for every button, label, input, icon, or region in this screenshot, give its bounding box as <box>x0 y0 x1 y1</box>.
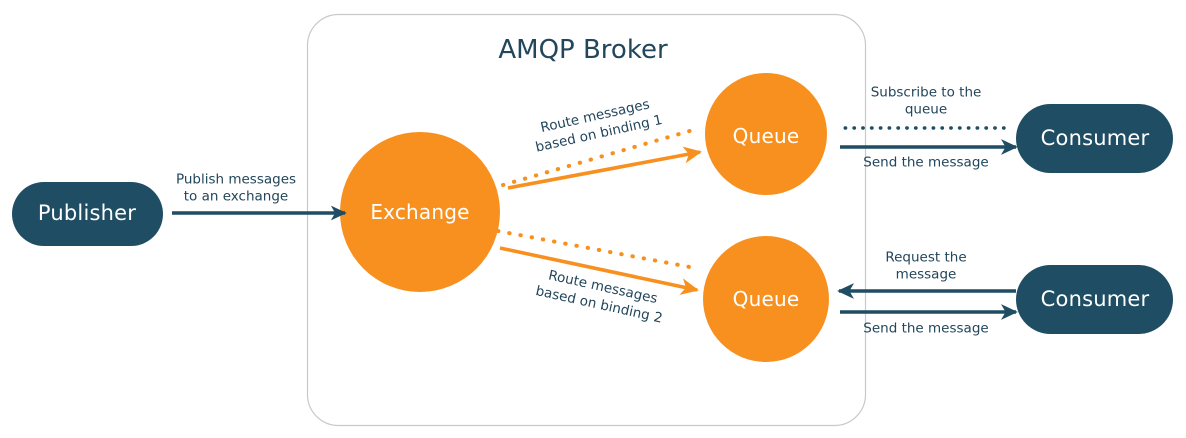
edge-binding-2-arrow <box>499 246 699 295</box>
consumer-1-node-shape[interactable] <box>1016 104 1173 173</box>
edge-label-request-line2: message <box>895 266 957 283</box>
publisher-node-shape[interactable] <box>12 182 163 246</box>
edge-binding-2-dotted <box>496 229 697 270</box>
edge-label-publish-line2: to an exchange <box>183 188 289 205</box>
edge-label-publish-line1: Publish messages <box>175 171 297 188</box>
amqp-broker-title: AMQP Broker <box>498 35 668 65</box>
edge-label-subscribe-line2: queue <box>904 101 948 118</box>
queue-2-node-shape[interactable] <box>703 236 829 362</box>
queue-1-node-shape[interactable] <box>705 73 827 195</box>
edge-label-send-message-2: Send the message <box>863 320 989 337</box>
edge-label-request-line1: Request the <box>885 249 967 266</box>
edge-label-subscribe-line1: Subscribe to the <box>870 84 982 101</box>
exchange-node-shape[interactable] <box>340 132 500 292</box>
amqp-broker-container <box>306 13 867 427</box>
consumer-2-node-shape[interactable] <box>1016 265 1173 334</box>
edge-binding-1-dotted <box>501 126 702 187</box>
edge-binding-1-arrow <box>507 146 702 190</box>
edge-label-send-message-1: Send the message <box>863 154 989 171</box>
